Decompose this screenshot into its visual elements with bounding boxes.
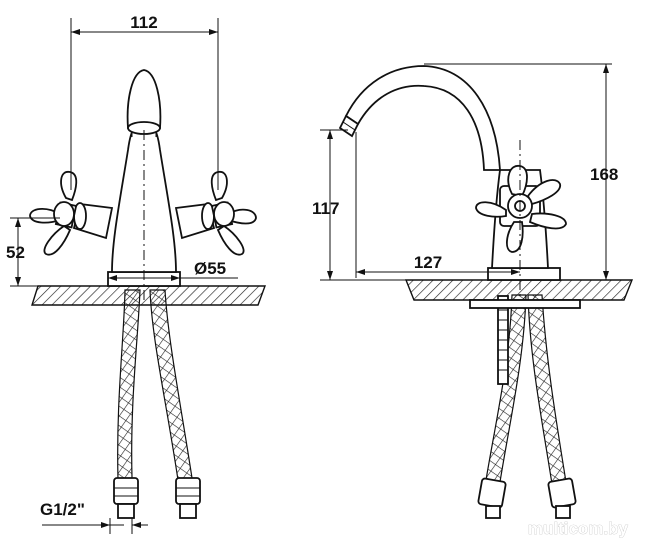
height-label: 52	[6, 243, 25, 262]
dimension-168: 168	[424, 63, 618, 281]
dimension-diameter: Ø55	[108, 259, 238, 281]
front-countertop	[31, 285, 267, 306]
diameter-label: Ø55	[194, 259, 226, 278]
reach-label: 127	[414, 253, 442, 272]
dimension-112: 112	[70, 13, 219, 190]
side-spout	[344, 65, 501, 171]
side-handle	[475, 165, 567, 253]
side-hose-2	[527, 294, 567, 485]
front-hose-fitting-right	[175, 477, 201, 505]
width-label: 112	[130, 13, 157, 32]
spout-height-label: 117	[312, 199, 339, 218]
side-view: 117 168 127	[312, 63, 634, 519]
side-hose-fitting-2	[547, 477, 577, 509]
front-view: 112 52 Ø55 G1/2"	[6, 13, 267, 534]
dimension-52: 52	[6, 217, 60, 287]
side-base	[487, 267, 561, 281]
thread-label: G1/2"	[40, 500, 85, 519]
total-height-label: 168	[590, 165, 618, 184]
side-hoses	[469, 294, 581, 519]
front-hoses	[113, 289, 201, 519]
watermark: multicom.by	[528, 519, 629, 538]
front-handle-right	[210, 171, 257, 256]
front-hose-left	[117, 289, 141, 481]
side-washer	[469, 299, 581, 309]
front-handle-left	[29, 171, 78, 256]
side-hose-fitting-1	[477, 477, 507, 509]
dimension-117: 117	[312, 129, 406, 281]
front-hose-fitting-left	[113, 477, 139, 505]
dimension-127: 127	[355, 132, 520, 278]
front-hose-right	[149, 289, 193, 481]
front-spout	[126, 69, 162, 129]
dimension-thread: G1/2"	[40, 500, 148, 534]
